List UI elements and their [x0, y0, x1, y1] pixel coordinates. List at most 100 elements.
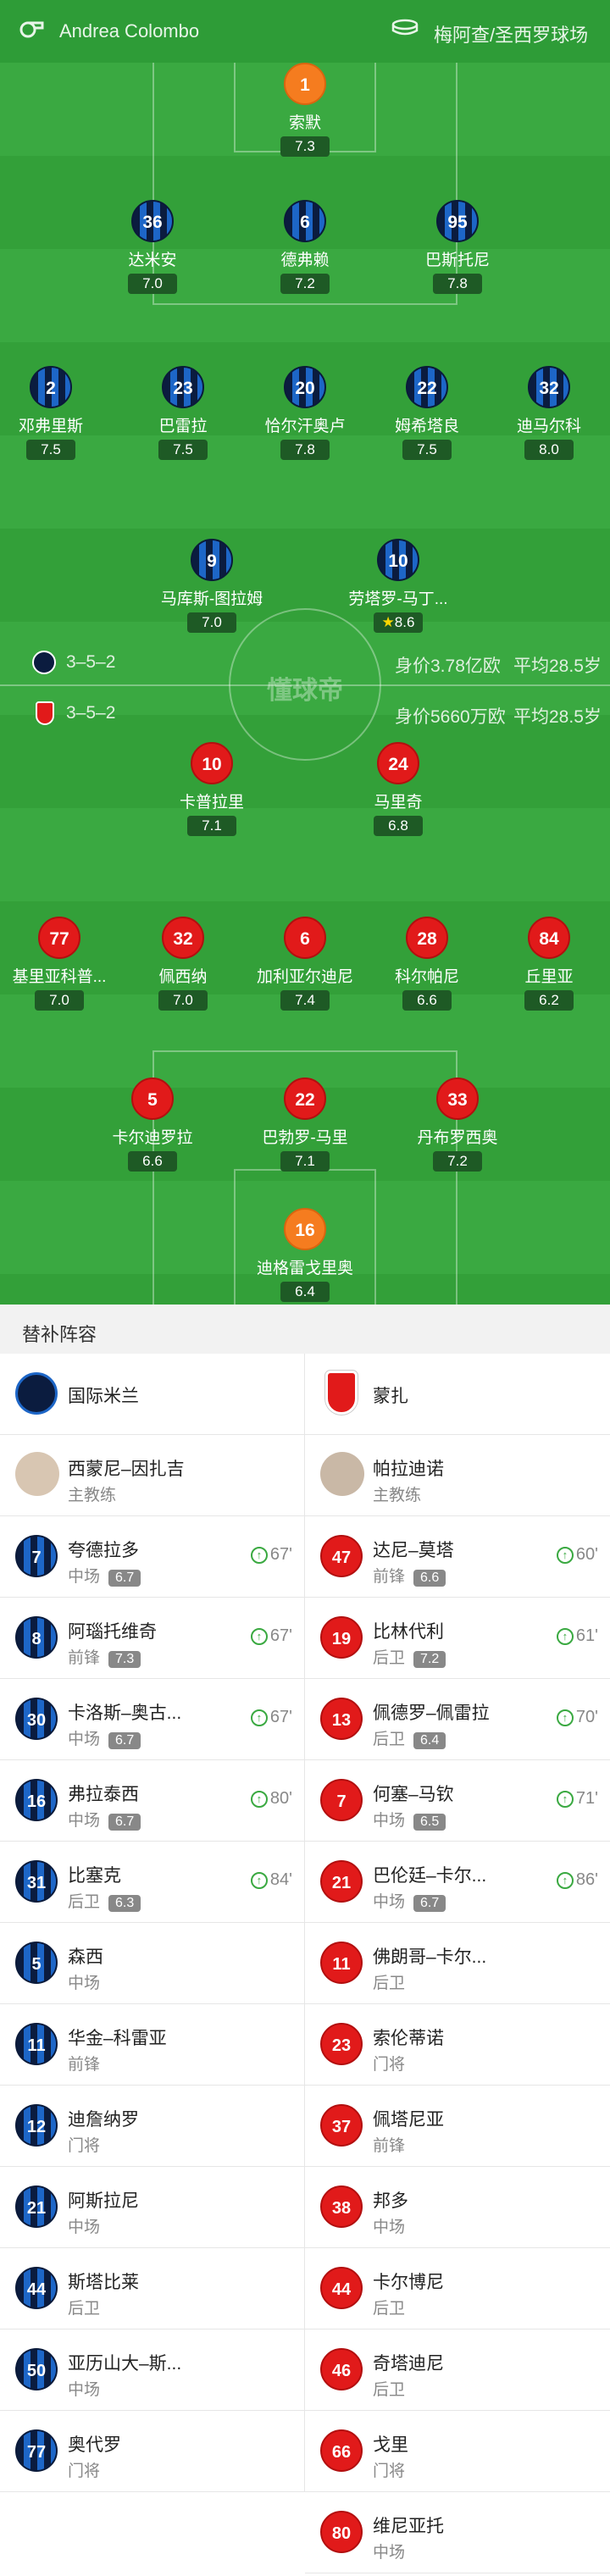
- rating-badge: 7.8: [433, 274, 482, 294]
- jersey-number: 22: [284, 1077, 326, 1120]
- venue-name: 梅阿查/圣西罗球场: [434, 25, 589, 46]
- watermark: 懂球帝: [267, 677, 343, 705]
- sub-in-icon: ↑: [250, 1790, 268, 1808]
- jersey-number: 44: [320, 2267, 363, 2309]
- home-team-info: 3–5–2 身价3.78亿欧 平均28.5岁: [0, 649, 610, 683]
- sub-in-indicator: ↑70': [556, 1708, 598, 1727]
- home-average-age: 平均28.5岁: [513, 656, 602, 676]
- jersey-number: 28: [406, 917, 448, 959]
- player-rating: 7.0: [173, 992, 193, 1008]
- player-rating: 6.4: [295, 1283, 315, 1299]
- rating-badge: 7.3: [280, 136, 330, 157]
- rating-badge: 7.0: [35, 990, 84, 1011]
- pitch: 懂球帝 Andrea Colombo 梅阿查/圣西罗球场 3–5–2 身价3.7…: [0, 0, 610, 1305]
- home-bench-team: 国际米兰: [0, 1354, 304, 1435]
- position-text: 门将: [68, 2137, 101, 2155]
- jersey-number: 20: [284, 366, 326, 408]
- bench-player-position: 后卫: [373, 2296, 405, 2318]
- position-text: 门将: [373, 2056, 406, 2074]
- sub-in-icon: ↑: [556, 1627, 574, 1645]
- jersey-number: 23: [162, 366, 204, 408]
- home-coach[interactable]: 西蒙尼–因扎吉 主教练: [0, 1435, 304, 1516]
- sub-in-icon: ↑: [250, 1709, 268, 1726]
- bench-player-name: 华金–科雷亚: [68, 2029, 167, 2048]
- rating-badge: ★8.6: [373, 612, 424, 633]
- jersey-number: 95: [436, 200, 479, 242]
- away-market-value: 身价5660万欧: [395, 707, 506, 727]
- player-name: 达米安: [128, 252, 177, 269]
- away-formation: 3–5–2: [66, 703, 116, 723]
- player-name: 卡尔迪罗拉: [112, 1129, 193, 1147]
- player-name: 迪格雷戈里奥: [256, 1260, 353, 1277]
- bench-player-name: 比林代利: [373, 1622, 444, 1642]
- rating-badge: 6.4: [280, 1282, 330, 1302]
- jersey-number: 1: [284, 63, 326, 105]
- star-icon: ★: [381, 614, 395, 630]
- rating-badge: 6.8: [374, 816, 423, 836]
- jersey-number: 33: [436, 1077, 479, 1120]
- player-rating: 7.8: [447, 275, 468, 291]
- away-team-name: 蒙扎: [373, 1387, 408, 1406]
- away-coach[interactable]: 帕拉迪诺 主教练: [305, 1435, 610, 1516]
- player-rating: 7.0: [142, 275, 163, 291]
- bench-player-rating: 6.4: [413, 1732, 446, 1749]
- sub-in-indicator: ↑84': [250, 1870, 292, 1890]
- sub-minute: 71': [575, 1789, 598, 1808]
- rating-badge: 7.5: [26, 440, 75, 460]
- bench-player-name: 森西: [68, 1947, 103, 1967]
- pitch-stripe: [0, 808, 610, 901]
- inter-logo-icon: [32, 651, 56, 674]
- inter-logo-icon: [15, 1372, 58, 1415]
- player-rating: 7.8: [295, 441, 315, 457]
